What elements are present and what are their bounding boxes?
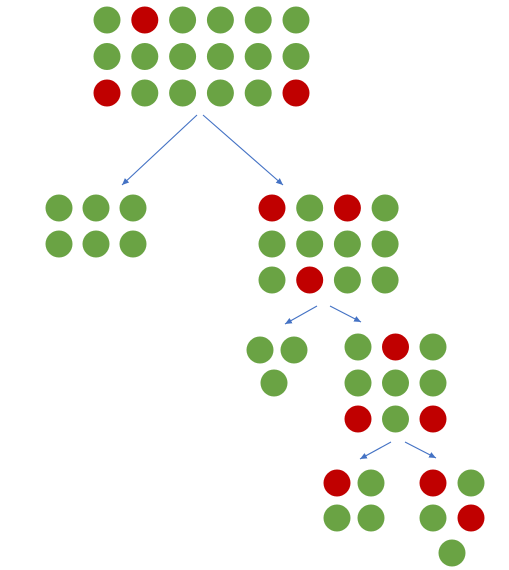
arrow-right-child-to-right-left-grandchild xyxy=(284,305,318,325)
green-dot xyxy=(82,230,110,258)
green-dot xyxy=(419,369,447,397)
green-dot xyxy=(260,369,288,397)
nodes-layer xyxy=(45,6,485,567)
green-dot xyxy=(246,336,274,364)
green-dot xyxy=(93,6,121,34)
red-dot xyxy=(93,79,121,107)
edges-layer xyxy=(121,114,437,460)
green-dot xyxy=(357,504,385,532)
red-dot xyxy=(382,333,409,361)
green-dot xyxy=(296,230,324,258)
green-dot xyxy=(344,333,372,361)
red-dot xyxy=(258,194,286,222)
green-dot xyxy=(131,43,159,70)
green-dot xyxy=(371,230,399,258)
leaf-right-group xyxy=(419,469,485,567)
green-dot xyxy=(282,43,310,70)
green-dot xyxy=(419,504,447,532)
green-dot xyxy=(206,43,234,70)
arrow-root-to-left-child xyxy=(121,114,198,186)
green-dot xyxy=(333,230,361,258)
green-dot xyxy=(280,336,308,364)
green-dot xyxy=(169,43,197,70)
green-dot xyxy=(371,266,399,294)
red-dot xyxy=(419,405,447,433)
green-dot xyxy=(296,194,324,222)
green-dot xyxy=(169,79,197,107)
leaf-left-group xyxy=(323,469,385,532)
green-dot xyxy=(244,43,272,70)
arrow-right-right-grandchild-to-leaf-right xyxy=(404,441,437,459)
green-dot xyxy=(438,539,466,567)
arrow-root-to-right-child xyxy=(202,114,284,186)
green-dot xyxy=(344,369,372,397)
green-dot xyxy=(131,79,159,107)
green-dot xyxy=(258,230,286,258)
green-dot xyxy=(119,194,147,222)
left-child-group xyxy=(45,194,147,258)
green-dot xyxy=(119,230,147,258)
green-dot xyxy=(323,504,351,532)
green-dot xyxy=(419,333,447,361)
green-dot xyxy=(206,79,234,107)
right-left-grandchild-group xyxy=(246,336,308,397)
green-dot xyxy=(206,6,234,34)
red-dot xyxy=(457,504,485,532)
green-dot xyxy=(333,266,361,294)
green-dot xyxy=(45,230,73,258)
right-child-group xyxy=(258,194,399,294)
green-dot xyxy=(371,194,399,222)
arrow-right-right-grandchild-to-leaf-left xyxy=(359,441,392,460)
green-dot xyxy=(45,194,73,222)
arrow-right-child-to-right-right-grandchild xyxy=(329,305,362,323)
green-dot xyxy=(382,405,409,433)
green-dot xyxy=(244,6,272,34)
red-dot xyxy=(323,469,351,497)
green-dot xyxy=(82,194,110,222)
green-dot xyxy=(382,369,409,397)
green-dot xyxy=(244,79,272,107)
red-dot xyxy=(296,266,324,294)
right-right-grandchild-group xyxy=(344,333,447,433)
green-dot xyxy=(457,469,485,497)
red-dot xyxy=(419,469,447,497)
red-dot xyxy=(344,405,372,433)
green-dot xyxy=(169,6,197,34)
red-dot xyxy=(131,6,159,34)
red-dot xyxy=(333,194,361,222)
green-dot xyxy=(93,43,121,70)
green-dot xyxy=(258,266,286,294)
green-dot xyxy=(282,6,310,34)
green-dot xyxy=(357,469,385,497)
root-group xyxy=(93,6,310,107)
red-dot xyxy=(282,79,310,107)
